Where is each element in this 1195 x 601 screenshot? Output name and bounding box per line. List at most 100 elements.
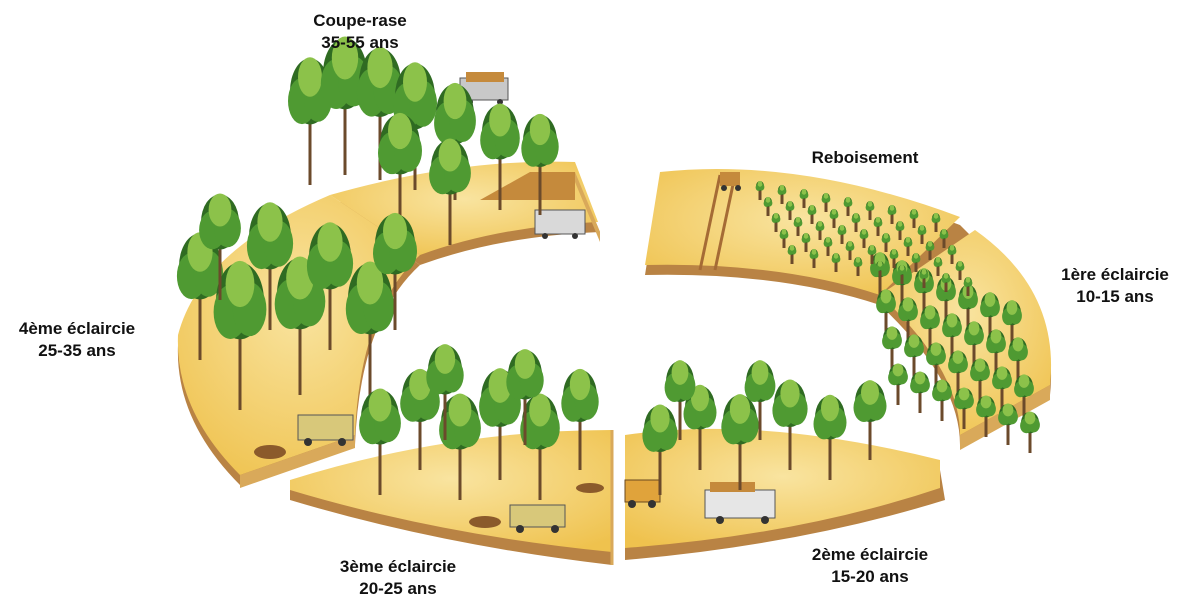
tree-icon xyxy=(664,360,696,440)
tree-icon xyxy=(865,200,875,220)
tree-icon xyxy=(867,244,877,264)
tree-icon xyxy=(426,344,464,440)
stage-period: 25-35 ans xyxy=(38,341,116,360)
tree-icon xyxy=(942,313,962,359)
tree-icon xyxy=(831,252,841,272)
tree-icon xyxy=(939,228,949,248)
truck-icon xyxy=(704,482,776,524)
tree-icon xyxy=(948,350,968,394)
tree-icon xyxy=(480,103,520,210)
tree-icon xyxy=(853,256,863,276)
tree-icon xyxy=(1020,411,1040,453)
tree-icon xyxy=(986,329,1006,375)
tree-icon xyxy=(897,264,907,284)
tree-icon xyxy=(845,240,855,260)
tree-icon xyxy=(359,388,401,495)
tractor-icon xyxy=(720,172,741,191)
tree-icon xyxy=(837,224,847,244)
tree-icon xyxy=(821,192,831,212)
tree-icon xyxy=(895,220,905,240)
tree-icon xyxy=(683,384,717,470)
stage-label-3eme-eclaircie: 3ème éclaircie 20-25 ans xyxy=(318,556,478,600)
tree-icon xyxy=(772,379,808,470)
log-pile-icon xyxy=(254,445,286,459)
tree-icon xyxy=(882,326,902,370)
stage-title: Reboisement xyxy=(811,148,919,167)
tree-icon xyxy=(931,212,941,232)
tree-icon xyxy=(925,240,935,260)
tree-icon xyxy=(1008,337,1028,383)
tree-icon xyxy=(955,260,965,280)
tree-icon xyxy=(771,212,781,232)
tree-icon xyxy=(881,232,891,252)
tree-icon xyxy=(970,358,990,402)
tree-icon xyxy=(976,395,996,437)
tree-icon xyxy=(926,342,946,386)
tree-icon xyxy=(521,113,559,215)
tree-icon xyxy=(799,188,809,208)
tree-icon xyxy=(919,268,929,288)
tree-icon xyxy=(963,276,973,296)
tree-icon xyxy=(561,368,599,470)
tree-icon xyxy=(345,261,395,400)
tree-icon xyxy=(246,202,294,330)
forwarder-icon xyxy=(297,414,354,446)
segment-3eme-eclaircie xyxy=(290,430,614,565)
stage-period: 10-15 ans xyxy=(1076,287,1154,306)
tree-icon xyxy=(785,200,795,220)
tree-icon xyxy=(1002,300,1022,348)
tree-icon xyxy=(815,220,825,240)
tree-icon xyxy=(306,222,354,350)
tree-icon xyxy=(889,248,899,268)
tree-icon xyxy=(787,244,797,264)
tree-icon xyxy=(992,366,1012,410)
log-pile-icon xyxy=(469,483,604,528)
tree-icon xyxy=(642,404,678,495)
tree-icon xyxy=(851,212,861,232)
tree-icon xyxy=(506,349,544,445)
tree-icon xyxy=(980,292,1000,340)
stage-label-4eme-eclaircie: 4ème éclaircie 25-35 ans xyxy=(2,318,152,362)
tree-icon xyxy=(964,321,984,367)
stage-title: 1ère éclaircie xyxy=(1061,265,1169,284)
stage-label-2eme-eclaircie: 2ème éclaircie 15-20 ans xyxy=(790,544,950,588)
tree-icon xyxy=(933,256,943,276)
tree-icon xyxy=(876,289,896,335)
tree-icon xyxy=(755,180,765,200)
tree-icon xyxy=(320,36,370,175)
stage-label-reboisement: Reboisement xyxy=(790,147,940,169)
tree-icon xyxy=(763,196,773,216)
tree-icon xyxy=(779,228,789,248)
tree-icon xyxy=(823,236,833,256)
tree-icon xyxy=(378,112,422,230)
tree-icon xyxy=(274,256,326,395)
tree-icon xyxy=(917,224,927,244)
log-pile-icon xyxy=(480,172,575,200)
tree-icon xyxy=(801,232,811,252)
tree-icon xyxy=(213,260,267,410)
segment-2eme-eclaircie xyxy=(624,428,945,560)
tree-icon xyxy=(888,363,908,405)
tree-icon xyxy=(887,204,897,224)
loader-icon xyxy=(624,479,661,508)
tree-icon xyxy=(777,184,787,204)
tree-icon xyxy=(873,216,883,236)
stage-title: 3ème éclaircie xyxy=(339,557,457,576)
stage-label-coupe-rase: Coupe-rase 35-55 ans xyxy=(295,10,425,54)
tree-icon xyxy=(853,380,887,460)
tree-icon xyxy=(807,204,817,224)
tree-icon xyxy=(843,196,853,216)
stage-period: 15-20 ans xyxy=(831,567,909,586)
stage-title: Coupe-rase xyxy=(313,11,407,30)
tree-icon xyxy=(176,232,224,360)
truck-icon xyxy=(534,209,586,239)
tree-icon xyxy=(373,212,417,330)
tree-icon xyxy=(1014,374,1034,418)
tree-icon xyxy=(793,216,803,236)
tree-icon xyxy=(813,394,847,480)
tree-icon xyxy=(898,297,918,343)
stage-period: 20-25 ans xyxy=(359,579,437,598)
forwarder-icon xyxy=(509,504,566,533)
tree-icon xyxy=(947,244,957,264)
tree-icon xyxy=(903,236,913,256)
